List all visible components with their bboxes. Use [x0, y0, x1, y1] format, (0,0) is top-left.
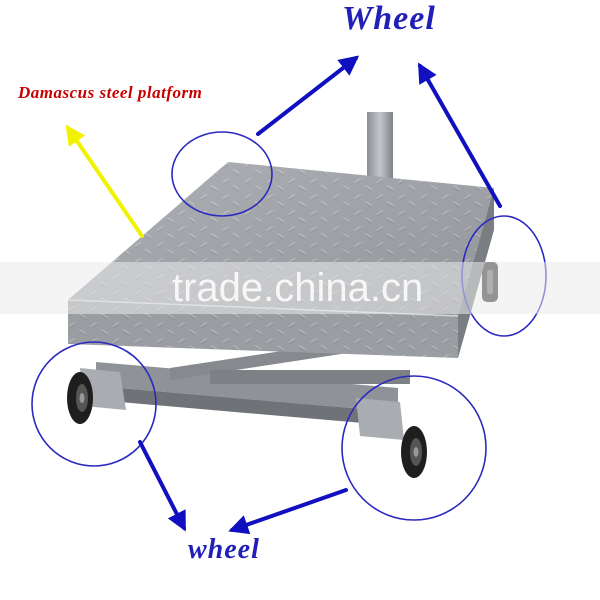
callout-circle-platform-corner [171, 131, 273, 217]
label-top-wheel: Wheel [342, 0, 436, 37]
arrow-to-bottom-wheel-label-right [228, 488, 348, 535]
callout-circle-left-wheel [31, 341, 157, 467]
callout-circle-right-wheel [341, 375, 487, 521]
label-platform: Damascus steel platform [18, 83, 203, 102]
arrow-to-top-wheel-label-left [256, 55, 360, 136]
label-bottom-wheel: wheel [188, 534, 260, 565]
steel-platform [67, 162, 494, 358]
watermark-band [0, 262, 600, 314]
arrow-to-top-wheel-label-right [418, 62, 502, 208]
watermark-text: trade.china.cn [172, 266, 424, 310]
wheel-front-left [67, 372, 93, 424]
arrow-to-platform-label [65, 124, 144, 238]
arrow-to-bottom-wheel-label-left [138, 440, 186, 532]
wheel-front-right [401, 426, 427, 478]
